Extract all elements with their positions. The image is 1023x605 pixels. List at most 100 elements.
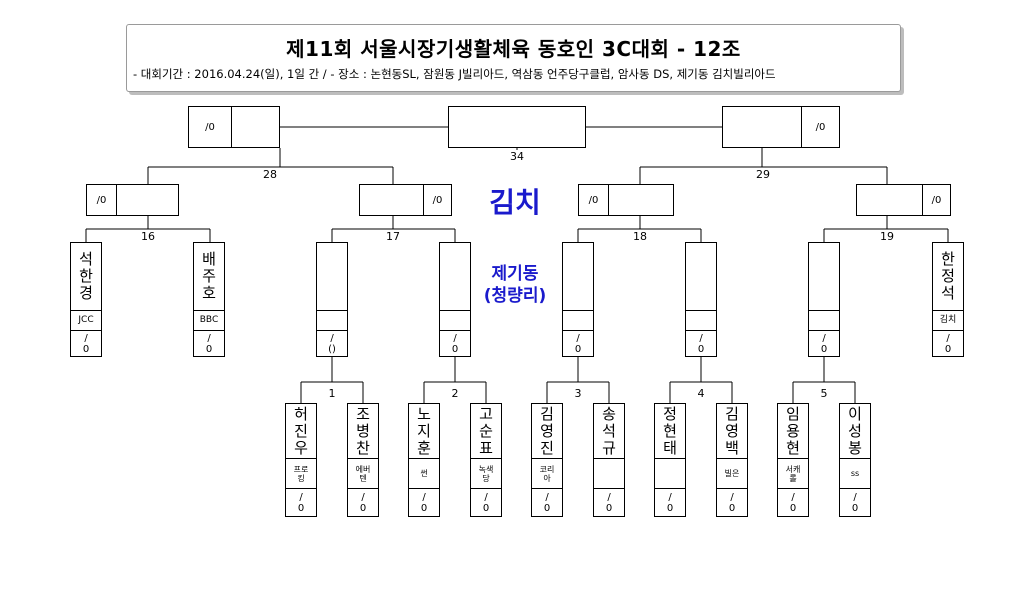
slot-name	[563, 243, 593, 311]
slot-score: /0	[574, 332, 582, 355]
player-club: 김치	[933, 311, 963, 331]
player-score: /0	[666, 491, 674, 514]
player-score: /0	[944, 332, 952, 355]
slot-score: /()	[328, 332, 336, 355]
page-subtitle: - 대회기간 : 2016.04.24(일), 1일 간 / - 장소 : 논현…	[133, 67, 776, 81]
slot-name	[686, 243, 716, 311]
slot-score: /0	[189, 107, 232, 147]
match-number-3: 3	[574, 387, 582, 400]
venue-district: 제기동	[491, 264, 539, 284]
page-title: 제11회 서울시장기생활체육 동호인 3C대회 - 12조	[286, 37, 741, 61]
player-score: /0	[359, 491, 367, 514]
slot-score: /0	[801, 107, 839, 147]
semi-slot-17[interactable]: /0	[359, 184, 452, 216]
venue-location: 제기동 (청량리)	[465, 263, 565, 307]
player-score: /0	[420, 491, 428, 514]
match-number-4: 4	[697, 387, 705, 400]
champion-slot[interactable]	[448, 106, 586, 148]
score-value: /0	[432, 194, 443, 206]
slot-score: /0	[820, 332, 828, 355]
player-score: /0	[297, 491, 305, 514]
player-score: /0	[605, 491, 613, 514]
slot-club	[317, 311, 347, 331]
slot-club	[563, 311, 593, 331]
winner-slot-2[interactable]: /0	[439, 242, 471, 357]
semi-slot-16[interactable]: /0	[86, 184, 179, 216]
winner-slot-3[interactable]: /0	[562, 242, 594, 357]
slot-club	[809, 311, 839, 331]
score-value: /0	[588, 194, 599, 206]
player-score: /0	[205, 332, 213, 355]
score-value: /0	[815, 121, 826, 133]
final-right-slot[interactable]: /0	[722, 106, 840, 148]
player-score: /0	[728, 491, 736, 514]
slot-score: /0	[423, 185, 451, 215]
semi-slot-19[interactable]: /0	[856, 184, 951, 216]
player-club	[655, 459, 685, 489]
player-score: /0	[851, 491, 859, 514]
score-value: /0	[205, 121, 215, 133]
slot-score: /0	[87, 185, 117, 215]
match-number-1: 1	[328, 387, 336, 400]
player-club	[594, 459, 624, 489]
player-score: /0	[82, 332, 90, 355]
match-number-18: 18	[633, 230, 647, 243]
player-club: ss	[840, 459, 870, 489]
player-score: /0	[543, 491, 551, 514]
winner-slot-1[interactable]: /()	[316, 242, 348, 357]
match-number-28: 28	[263, 168, 277, 181]
player-score: /0	[482, 491, 490, 514]
match-number-29: 29	[756, 168, 770, 181]
venue-name: 김치	[489, 186, 541, 219]
slot-club	[686, 311, 716, 331]
score-value: /0	[96, 194, 107, 206]
player-club: 빌은	[717, 459, 747, 489]
slot-name	[317, 243, 347, 311]
player-club: 썬	[409, 459, 439, 489]
slot-name	[809, 243, 839, 311]
semi-slot-18[interactable]: /0	[578, 184, 674, 216]
winner-slot-4[interactable]: /0	[685, 242, 717, 357]
match-number-17: 17	[386, 230, 400, 243]
match-number-2: 2	[451, 387, 459, 400]
venue-area: (청량리)	[483, 286, 547, 306]
match-number-5: 5	[820, 387, 828, 400]
final-left-slot[interactable]: /0	[188, 106, 280, 148]
slot-club	[440, 311, 470, 331]
match-number-16: 16	[141, 230, 155, 243]
match-number-19: 19	[880, 230, 894, 243]
winner-slot-5[interactable]: /0	[808, 242, 840, 357]
slot-score: /0	[451, 332, 459, 355]
